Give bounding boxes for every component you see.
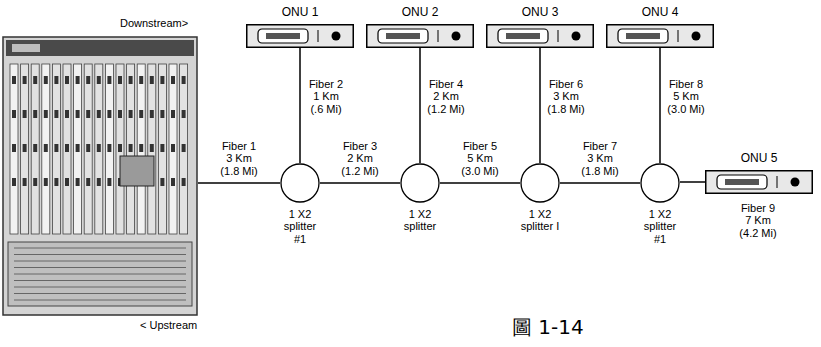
splitter-circle-outline bbox=[401, 164, 439, 202]
onu-port-slot bbox=[386, 33, 420, 39]
figure-caption: 圖 1-14 bbox=[512, 314, 584, 341]
onu-outline bbox=[366, 24, 474, 48]
onu-port-slot bbox=[266, 33, 300, 39]
onu-seam bbox=[318, 30, 319, 42]
circle-outline bbox=[520, 163, 560, 203]
onu-title: ONU 2 bbox=[366, 6, 474, 19]
fiber-label: Fiber 5 5 Km (3.0 Mi) bbox=[460, 140, 500, 177]
circle-outline bbox=[400, 163, 440, 203]
splitter-circle: 1 X2 splitter I bbox=[520, 163, 560, 203]
onu-outline bbox=[705, 170, 813, 194]
onu-housing bbox=[367, 25, 474, 48]
circle-outline bbox=[640, 163, 680, 203]
splitter-circle-outline bbox=[641, 164, 679, 202]
onu-seam bbox=[777, 176, 778, 188]
fiber-link bbox=[440, 182, 520, 184]
splitter-circle: 1 X2 splitter #1 bbox=[280, 163, 320, 203]
onu-box: ONU 5 bbox=[705, 170, 813, 194]
onu-seam bbox=[678, 30, 679, 42]
onu-outline bbox=[606, 24, 714, 48]
onu-led bbox=[572, 32, 581, 41]
onu-housing bbox=[247, 25, 354, 48]
fiber-label: Fiber 4 2 Km (1.2 Mi) bbox=[426, 78, 466, 115]
fiber-label: Fiber 6 3 Km (1.8 Mi) bbox=[546, 78, 586, 115]
fiber-label: Fiber 9 7 Km (4.2 Mi) bbox=[738, 202, 778, 239]
onu-port-slot bbox=[626, 33, 660, 39]
onu-housing bbox=[706, 171, 813, 194]
fan-grille bbox=[14, 248, 186, 300]
control-card bbox=[120, 156, 154, 186]
onu-box: ONU 1 bbox=[246, 24, 354, 48]
direction-label: < Upstream bbox=[140, 319, 197, 331]
onu-outline bbox=[486, 24, 594, 48]
splitter-label: 1 X2 splitter bbox=[398, 208, 442, 233]
onu-led bbox=[332, 32, 341, 41]
onu-title: ONU 1 bbox=[246, 6, 354, 19]
onu-box: ONU 3 bbox=[486, 24, 594, 48]
fiber-link bbox=[419, 48, 421, 163]
fiber-label: Fiber 1 3 Km (1.8 Mi) bbox=[219, 140, 259, 177]
fiber-label: Fiber 3 2 Km (1.2 Mi) bbox=[340, 140, 380, 177]
splitter-circle: 1 X2 splitter bbox=[400, 163, 440, 203]
circle-outline bbox=[280, 163, 320, 203]
onu-title: ONU 3 bbox=[486, 6, 594, 19]
splitter-label: 1 X2 splitter I bbox=[518, 208, 562, 233]
onu-port-slot bbox=[506, 33, 540, 39]
onu-seam bbox=[558, 30, 559, 42]
onu-outline bbox=[246, 24, 354, 48]
onu-led bbox=[692, 32, 701, 41]
splitter-circle: 1 X2 splitter #1 bbox=[640, 163, 680, 203]
splitter-circle-outline bbox=[521, 164, 559, 202]
fiber-label: Fiber 8 5 Km (3.0 Mi) bbox=[666, 78, 706, 115]
onu-seam bbox=[438, 30, 439, 42]
olt-chassis: Downstream>< Upstream bbox=[2, 36, 198, 316]
onu-port bbox=[717, 175, 767, 189]
splitter-circle-outline bbox=[281, 164, 319, 202]
onu-title: ONU 4 bbox=[606, 6, 714, 19]
fiber-label: Fiber 7 3 Km (1.8 Mi) bbox=[580, 140, 620, 177]
chassis-top-bar bbox=[6, 40, 194, 56]
onu-port-slot bbox=[725, 179, 759, 185]
chassis-outline bbox=[2, 36, 198, 316]
fiber-link bbox=[539, 48, 541, 163]
fiber-link bbox=[560, 182, 640, 184]
chassis-frame bbox=[3, 37, 197, 315]
direction-label: Downstream> bbox=[120, 17, 188, 29]
onu-port bbox=[378, 29, 428, 43]
chassis-logo bbox=[12, 44, 40, 52]
fiber-link bbox=[198, 182, 280, 184]
fiber-link bbox=[320, 182, 400, 184]
onu-port bbox=[618, 29, 668, 43]
splitter-label: 1 X2 splitter #1 bbox=[638, 208, 682, 245]
fiber-link bbox=[680, 181, 705, 183]
onu-port bbox=[258, 29, 308, 43]
onu-box: ONU 2 bbox=[366, 24, 474, 48]
onu-box: ONU 4 bbox=[606, 24, 714, 48]
card-slots bbox=[10, 64, 188, 234]
onu-title: ONU 5 bbox=[705, 152, 813, 165]
onu-port bbox=[498, 29, 548, 43]
onu-led bbox=[452, 32, 461, 41]
fiber-link bbox=[659, 48, 661, 163]
onu-housing bbox=[487, 25, 594, 48]
onu-led bbox=[791, 178, 800, 187]
splitter-label: 1 X2 splitter #1 bbox=[278, 208, 322, 245]
onu-housing bbox=[607, 25, 714, 48]
fiber-label: Fiber 2 1 Km (.6 Mi) bbox=[306, 78, 346, 115]
fiber-link bbox=[299, 48, 301, 163]
fan-tray bbox=[8, 242, 192, 306]
